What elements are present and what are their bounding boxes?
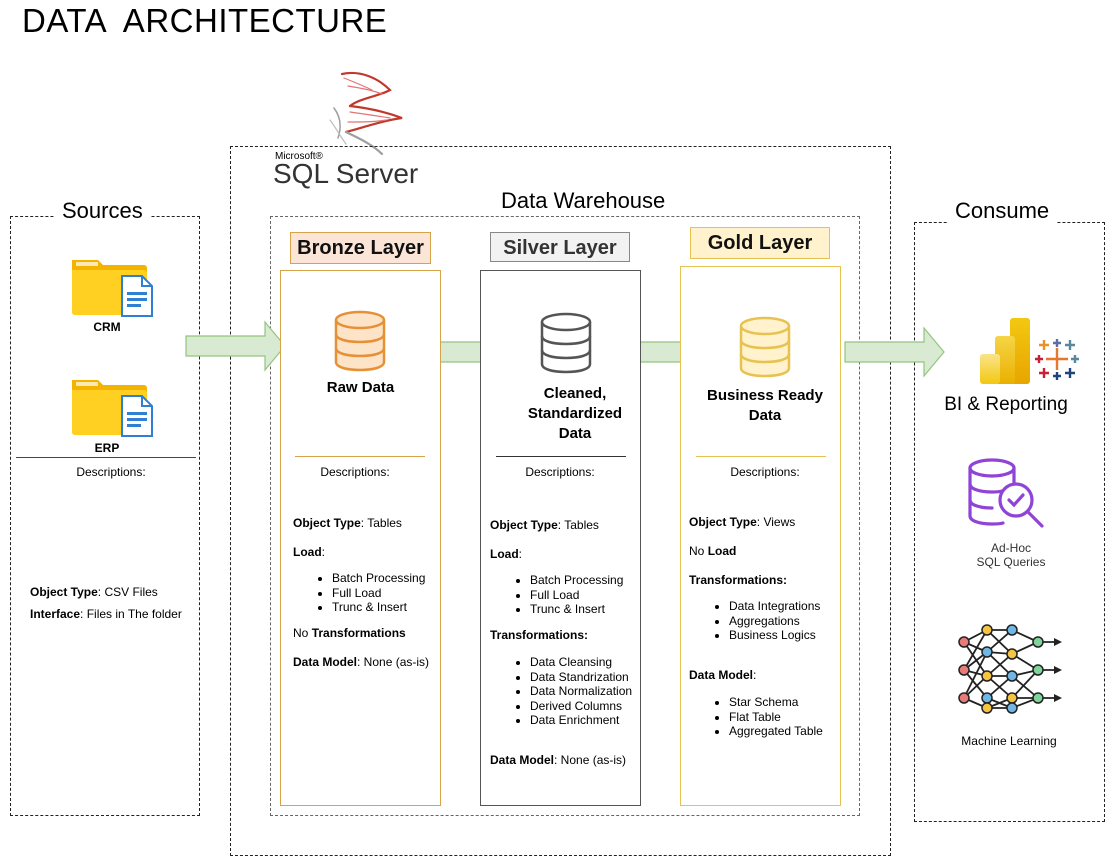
list-item: Aggregations: [729, 614, 820, 629]
folder-document-icon: [72, 380, 153, 437]
silver-heading: Cleaned, Standardized Data: [490, 384, 660, 444]
neural-network-icon: [958, 624, 1062, 714]
gold-heading: Business Ready Data: [685, 386, 845, 426]
right-arrow-icon: [185, 320, 286, 372]
adhoc-line: Ad-Hoc: [990, 541, 1031, 555]
gold-transformations: Transformations:: [689, 573, 788, 587]
list-item: Star Schema: [729, 695, 823, 710]
list-item: Flat Table: [729, 710, 823, 725]
silver-divider: [496, 456, 626, 457]
database-search-icon: [968, 458, 1044, 528]
gold-load: No Load: [689, 544, 737, 558]
list-item: Batch Processing: [530, 573, 623, 588]
silver-data-model: Data Model: None (as-is): [490, 753, 627, 767]
silver-transform-list: Data Cleansing Data Standrization Data N…: [514, 655, 632, 728]
list-item: Data Normalization: [530, 684, 632, 699]
source-crm-label: CRM: [93, 320, 121, 334]
bronze-data-model: Data Model: None (as-is): [293, 655, 430, 669]
page-title: DATA ARCHITECTURE: [22, 2, 388, 39]
platform-group: [230, 146, 891, 856]
gold-layer-tag: Gold Layer: [690, 227, 830, 259]
gold-data-model: Data Model:: [689, 668, 757, 682]
silver-transformations: Transformations:: [490, 628, 589, 642]
silver-object-type: Object Type: Tables: [490, 518, 599, 532]
list-item: Trunc & Insert: [332, 600, 425, 615]
list-item: Aggregated Table: [729, 724, 823, 739]
gold-heading-line: Data: [748, 407, 782, 424]
sources-divider: [16, 457, 196, 458]
list-item: Batch Processing: [332, 571, 425, 586]
silver-layer-tag: Silver Layer: [490, 232, 630, 262]
list-item: Full Load: [530, 588, 623, 603]
adhoc-sql-label: Ad-Hoc SQL Queries: [936, 541, 1086, 569]
list-item: Derived Columns: [530, 699, 632, 714]
silver-heading-line: Standardized: [527, 405, 623, 422]
warehouse-title: Data Warehouse: [493, 188, 674, 214]
bronze-object-type: Object Type: Tables: [293, 516, 402, 530]
list-item: Trunc & Insert: [530, 602, 623, 617]
sources-object-type: Object Type: CSV Files: [30, 585, 158, 599]
bronze-transformations: No Transformations: [293, 626, 406, 640]
sql-server-logo: [329, 71, 403, 156]
silver-heading-line: Data: [558, 425, 592, 442]
logo-product: SQL Server: [273, 158, 419, 189]
silver-load-list: Batch Processing Full Load Trunc & Inser…: [514, 573, 623, 617]
gold-transform-list: Data Integrations Aggregations Business …: [713, 599, 820, 643]
silver-layer-box: [480, 270, 641, 806]
machine-learning-label: Machine Learning: [961, 734, 1057, 748]
silver-descriptions-label: Descriptions:: [525, 465, 595, 479]
database-icon: [540, 312, 592, 374]
bronze-load-list: Batch Processing Full Load Trunc & Inser…: [316, 571, 425, 615]
silver-heading-line: Cleaned,: [543, 385, 607, 402]
list-item: Data Standrization: [530, 670, 632, 685]
list-item: Data Enrichment: [530, 713, 632, 728]
silver-load: Load:: [490, 547, 523, 561]
gold-model-list: Star Schema Flat Table Aggregated Table: [713, 695, 823, 739]
source-erp-label: ERP: [94, 441, 120, 455]
bronze-descriptions-label: Descriptions:: [320, 465, 390, 479]
bronze-layer-tag: Bronze Layer: [290, 232, 431, 264]
adhoc-line: SQL Queries: [976, 555, 1046, 569]
list-item: Data Integrations: [729, 599, 820, 614]
power-bi-icon: [980, 318, 1030, 384]
logo-vendor: Microsoft®: [275, 151, 323, 162]
gold-descriptions-label: Descriptions:: [730, 465, 800, 479]
gold-divider: [696, 456, 826, 457]
list-item: Data Cleansing: [530, 655, 632, 670]
bronze-divider: [295, 456, 425, 457]
bronze-heading: Raw Data: [326, 379, 395, 396]
sources-descriptions-label: Descriptions:: [76, 465, 146, 479]
right-arrow-icon: [844, 326, 945, 378]
bi-reporting-label: BI & Reporting: [944, 394, 1068, 415]
gold-heading-line: Business Ready: [707, 387, 823, 404]
tableau-icon: [1035, 339, 1079, 380]
database-icon: [739, 316, 791, 378]
folder-document-icon: [72, 260, 153, 317]
sources-interface: Interface: Files in The folder: [30, 607, 182, 621]
gold-object-type: Object Type: Views: [689, 515, 796, 529]
list-item: Full Load: [332, 586, 425, 601]
database-icon: [334, 310, 386, 372]
consume-title: Consume: [947, 198, 1058, 224]
sources-title: Sources: [54, 198, 151, 224]
bronze-load: Load:: [293, 545, 326, 559]
warehouse-group: [270, 216, 860, 816]
list-item: Business Logics: [729, 628, 820, 643]
